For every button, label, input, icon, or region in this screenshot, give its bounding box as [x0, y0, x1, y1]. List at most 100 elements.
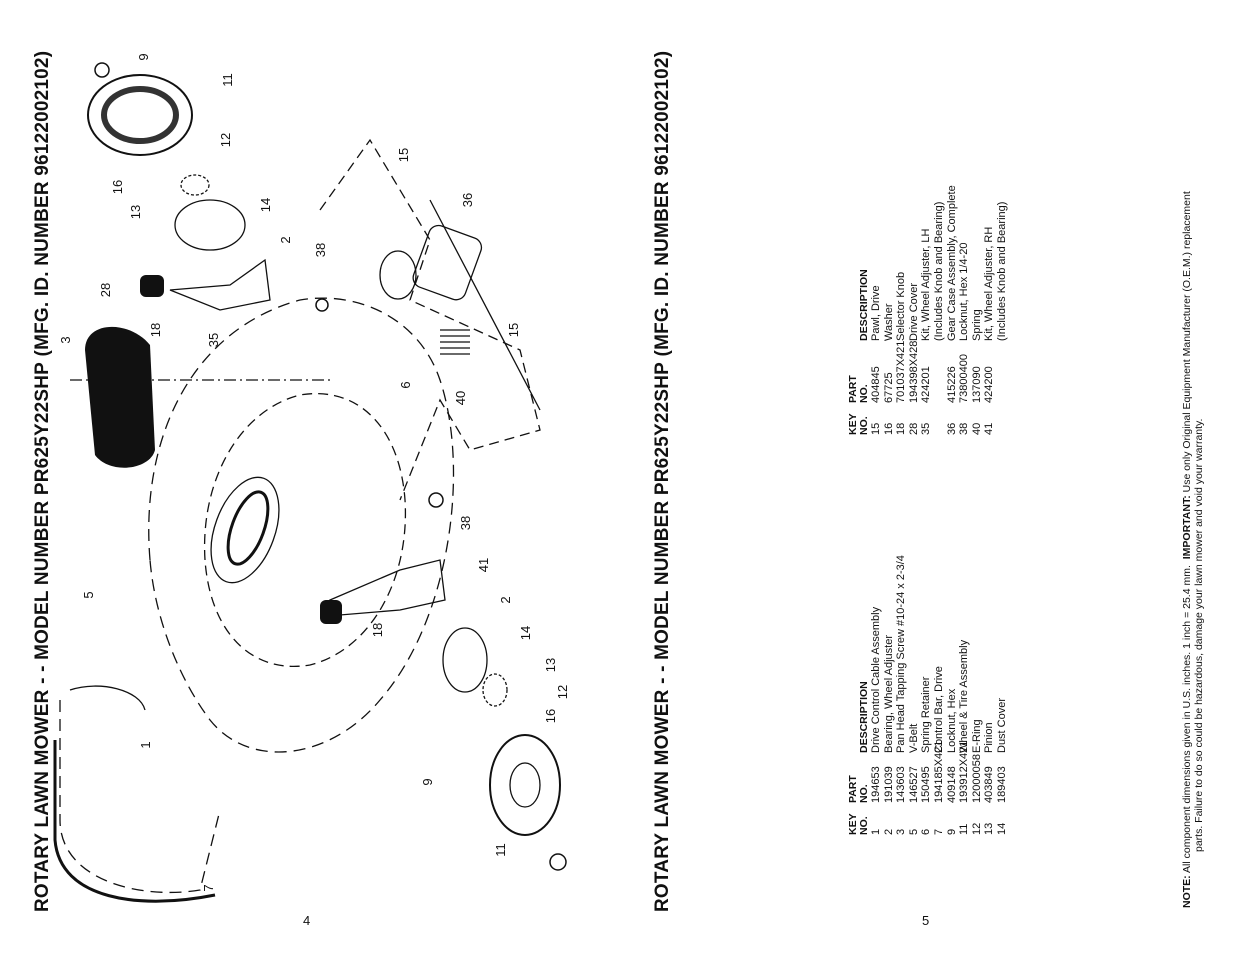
callout-number: 38 — [458, 516, 473, 530]
callout-number: 36 — [460, 193, 475, 207]
parts-part-cell: 194398X428 — [907, 340, 920, 403]
gear-pulley — [379, 250, 417, 300]
locknut-38-a — [315, 298, 329, 312]
selector-knob-bottom — [320, 600, 342, 624]
parts-key-cell: 1 — [870, 828, 882, 835]
parts-row: 36 415226 Gear Case Assembly, Complete — [946, 141, 959, 435]
parts-part-cell: 404845 — [870, 366, 882, 403]
parts-key-cell: 14 — [995, 822, 1008, 835]
parts-part-cell — [996, 341, 1009, 403]
parts-part-cell: 415226 — [945, 366, 958, 403]
callout-number: 12 — [555, 685, 570, 699]
parts-key-cell: 13 — [983, 822, 996, 835]
parts-row: (Includes Knob and Bearing) — [933, 141, 946, 435]
parts-desc-cell: Pawl, Drive — [870, 285, 882, 341]
parts-part-cell: 409148 — [945, 766, 958, 803]
page4-number: 4 — [303, 913, 311, 928]
cable-assembly — [69, 685, 146, 711]
parts-key-cell: 16 — [882, 422, 895, 435]
parts-row: 13 403849 Pinion — [983, 553, 996, 835]
parts-part-cell: 12000058 — [970, 754, 983, 803]
parts-key-cell — [933, 403, 946, 435]
parts-part-cell: 67725 — [882, 372, 895, 403]
parts-desc-cell: (Includes Knob and Bearing) — [932, 201, 945, 341]
callout-number: 12 — [218, 133, 233, 147]
callout-number: 40 — [453, 391, 468, 405]
callout-number: 35 — [206, 333, 221, 347]
callout-number: 15 — [396, 148, 411, 162]
callout-number: 11 — [220, 73, 235, 87]
callout-number: 38 — [313, 243, 328, 257]
parts-desc-cell: Selector Knob — [895, 271, 908, 341]
callout-number: 2 — [498, 596, 513, 603]
dust-cover-left — [442, 627, 488, 693]
parts-part-cell: 194653 — [870, 766, 882, 803]
parts-part-cell: 143603 — [895, 766, 908, 803]
callout-number: 13 — [543, 658, 558, 672]
callout-number: 7 — [201, 884, 216, 891]
parts-part-cell: 73800400 — [958, 354, 971, 403]
deck-inner-ring — [203, 393, 407, 667]
callout-number: 41 — [476, 558, 491, 572]
parts-desc-cell: Drive Control Cable Assembly — [870, 606, 882, 753]
parts-desc-cell: Pinion — [983, 722, 996, 753]
footnote-line-2: parts. Failure to do so could be hazardo… — [1193, 418, 1205, 852]
callout-number: 13 — [128, 205, 143, 219]
callout-number: 6 — [398, 381, 413, 388]
callout-number: 18 — [148, 323, 163, 337]
parts-key-cell: 2 — [882, 828, 895, 835]
handle-outline — [59, 700, 221, 894]
important-label: IMPORTANT: — [1181, 495, 1193, 560]
parts-key-cell: 38 — [958, 422, 971, 435]
gear-case — [412, 224, 483, 301]
parts-part-cell: 193912X421 — [958, 740, 971, 803]
callout-number: 5 — [81, 591, 96, 598]
callout-number: 18 — [370, 623, 385, 637]
parts-desc-cell: Locknut, Hex — [945, 688, 958, 753]
callout-number: 2 — [278, 236, 293, 243]
parts-key-cell: 36 — [945, 422, 958, 435]
parts-key-cell: 7 — [932, 828, 945, 835]
locknut-bottom — [549, 853, 567, 871]
parts-key-cell — [996, 403, 1009, 435]
wheel-adjuster-lh — [169, 258, 271, 311]
parts-key-cell: 5 — [907, 828, 920, 835]
parts-part-cell: 137090 — [970, 366, 983, 403]
callout-number: 16 — [110, 180, 125, 194]
parts-desc-cell: Locknut, Hex 1/4-20 — [958, 242, 971, 341]
parts-desc-cell: Gear Case Assembly, Complete — [945, 185, 958, 341]
parts-desc-cell: Kit, Wheel Adjuster, RH — [983, 226, 996, 341]
parts-row: 38 73800400 Locknut, Hex 1/4-20 — [958, 141, 971, 435]
callout-number: 28 — [98, 283, 113, 297]
callout-number: 11 — [493, 843, 508, 857]
parts-desc-cell: Spring — [970, 309, 983, 341]
callout-number: 16 — [543, 709, 558, 723]
key-header-2: NO. — [858, 416, 870, 435]
locknut-38-b — [428, 492, 444, 508]
page5-title-prefix: ROTARY LAWN MOWER - - MODEL NUMBER — [652, 500, 673, 912]
parts-key-cell: 6 — [920, 828, 933, 835]
page5-model: PR625Y22SHP — [652, 361, 673, 496]
callout-number: 14 — [518, 626, 533, 640]
parts-part-cell: 146527 — [907, 766, 920, 803]
callout-number: 9 — [136, 53, 151, 60]
parts-key-cell: 35 — [920, 422, 933, 435]
parts-desc-cell: Spring Retainer — [920, 676, 933, 753]
parts-desc-cell: V-Belt — [907, 723, 920, 753]
parts-part-cell: 403849 — [983, 766, 996, 803]
pinion-left — [482, 673, 508, 707]
parts-key-cell: 28 — [907, 422, 920, 435]
page5-title: ROTARY LAWN MOWER - - MODEL NUMBER PR625… — [652, 51, 674, 912]
desc-header: DESCRIPTION — [858, 681, 870, 753]
desc-header: DESCRIPTION — [858, 269, 870, 341]
parts-desc-cell: E-Ring — [970, 719, 983, 753]
